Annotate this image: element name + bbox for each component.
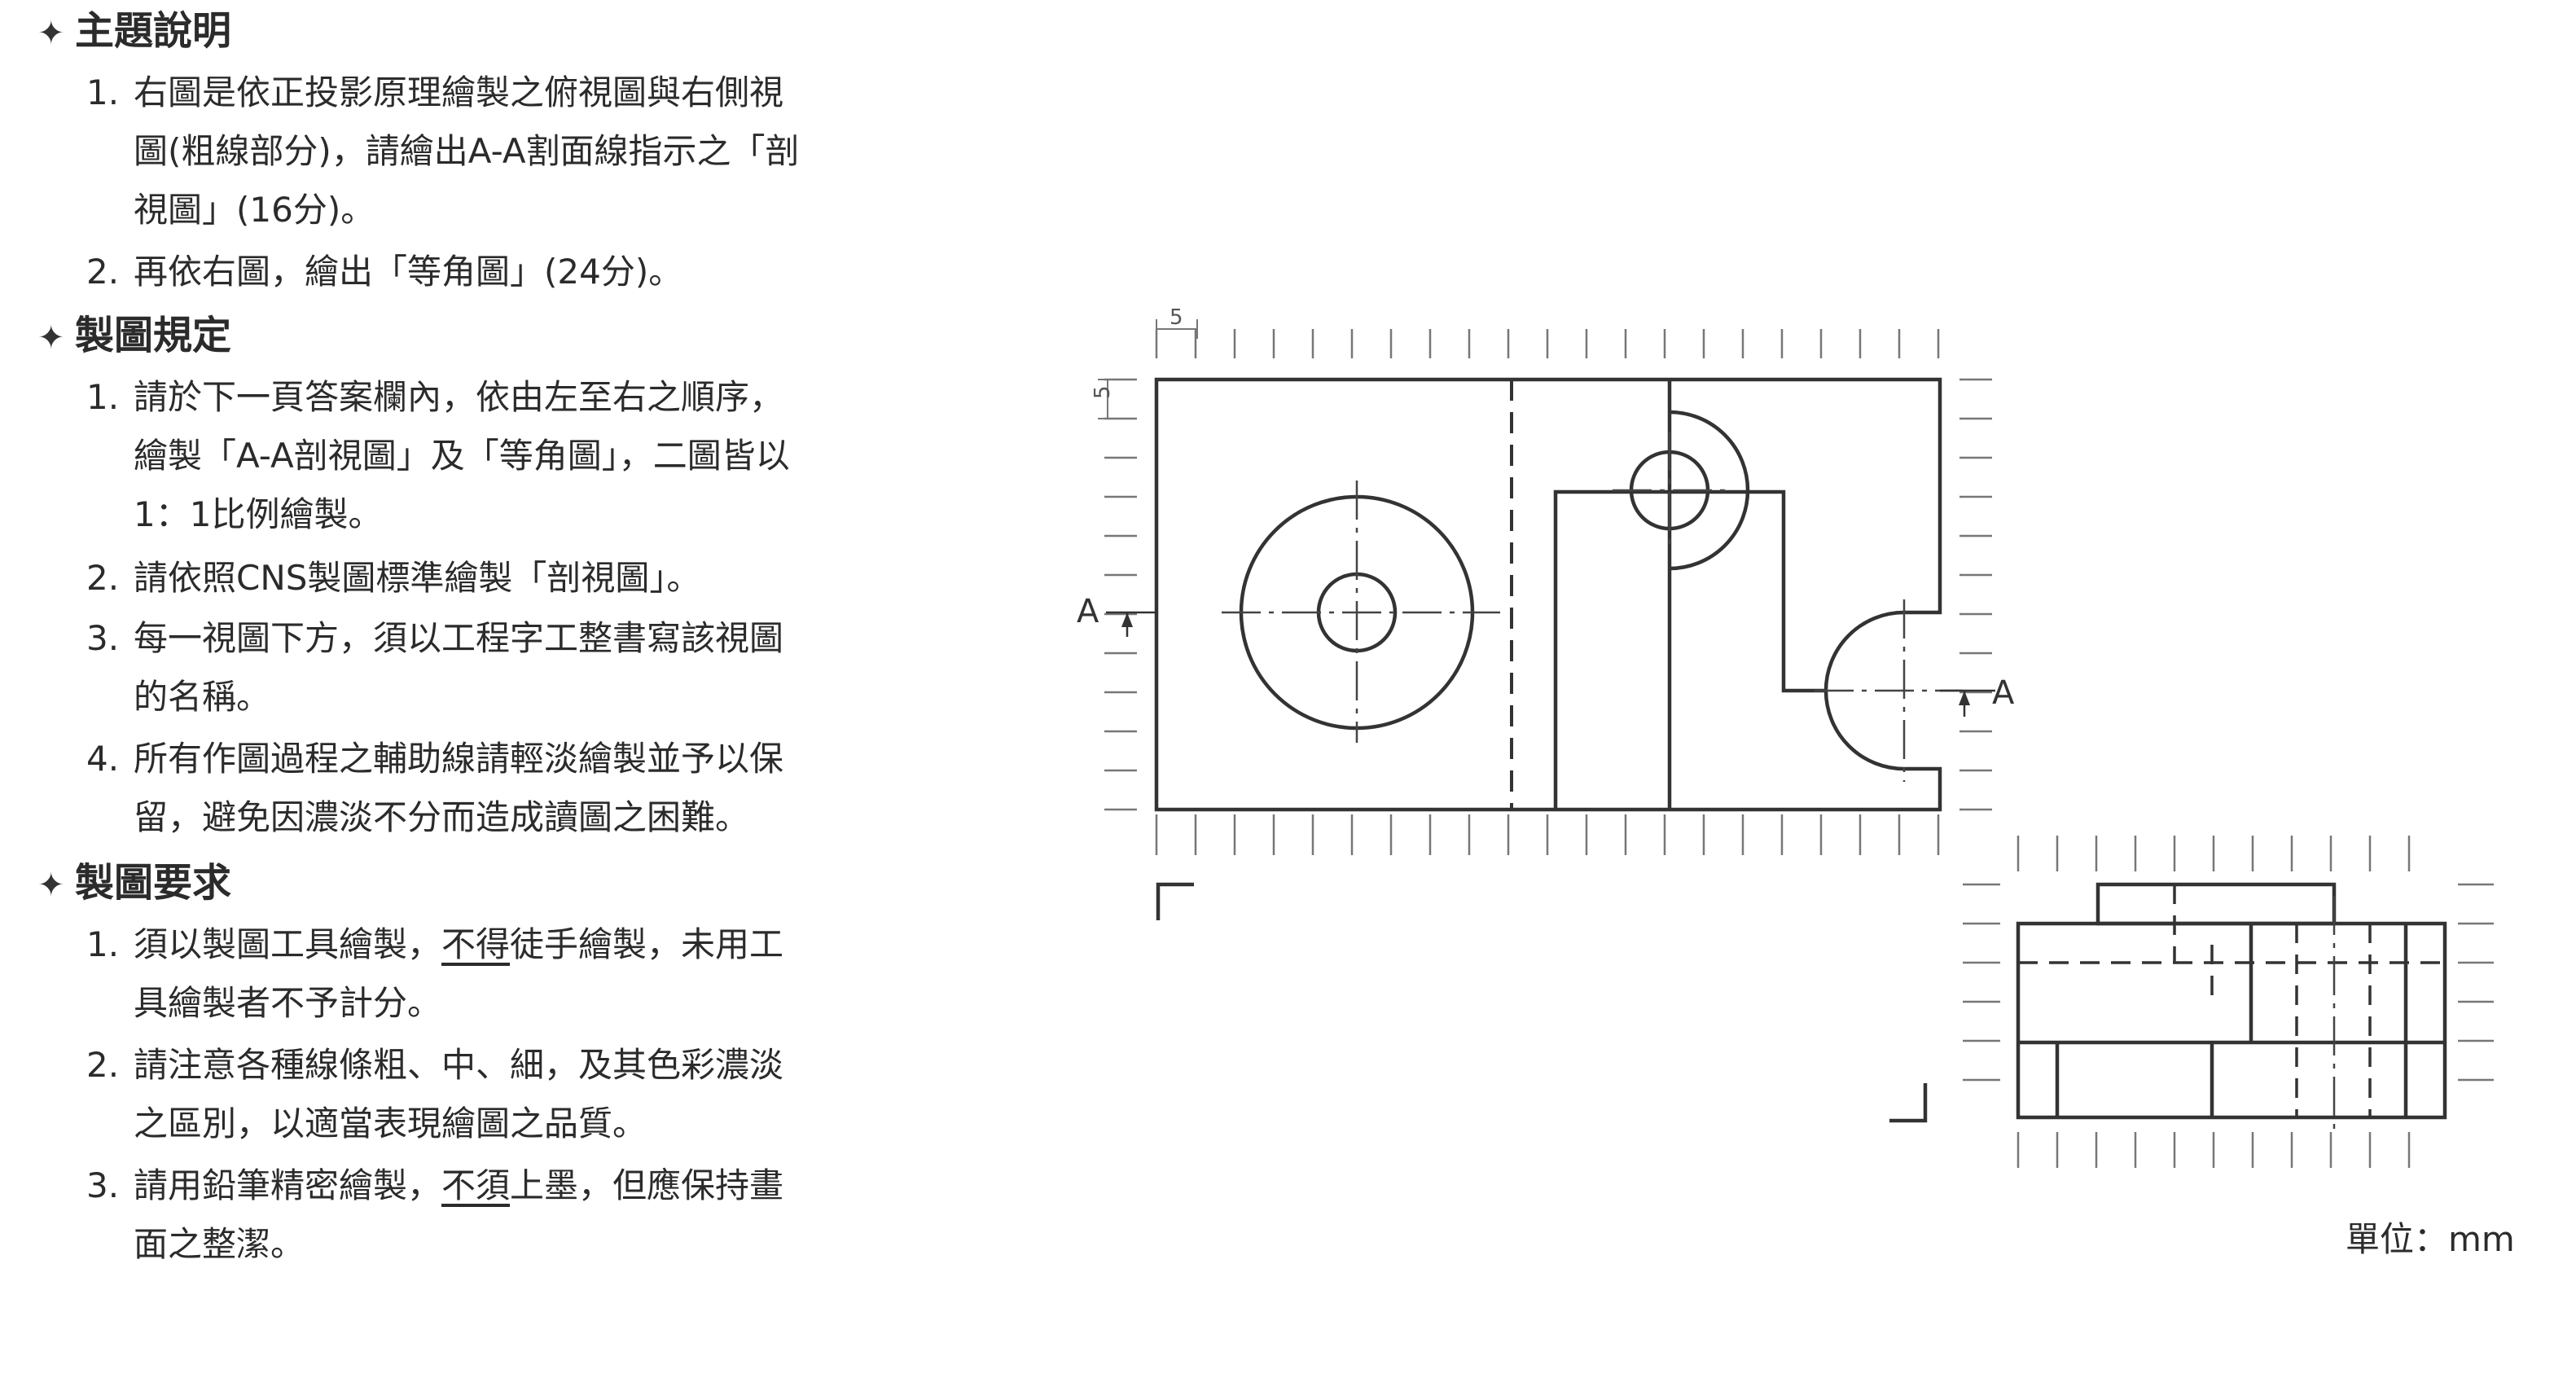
side-view-base bbox=[2016, 921, 2447, 1120]
star-bullet-icon: ✦ bbox=[37, 15, 65, 52]
corner-mark-side-view bbox=[1889, 1083, 1928, 1123]
center-lines bbox=[1222, 432, 1963, 782]
requirements-item-2-line-2: 之區別，以適當表現繪圖之品質。 bbox=[134, 1104, 647, 1143]
topic-item-2: 2.再依右圖，繪出「等角圖」(24分)。 bbox=[86, 252, 683, 292]
side-view-top-boss bbox=[2095, 882, 2337, 926]
rules-item-1-line-3: 1：1比例繪製。 bbox=[134, 494, 383, 534]
cut-arrow-left bbox=[1121, 612, 1133, 627]
top-view-boss-arc bbox=[1669, 410, 1750, 571]
grid-ticks bbox=[1104, 329, 2494, 1168]
cutting-plane-line bbox=[1106, 611, 1995, 717]
side-view-hidden-lines bbox=[2018, 884, 2445, 1117]
rules-item-3: 3.每一視圖下方，須以工程字工整書寫該視圖 bbox=[86, 618, 784, 658]
rules-item-1: 1.請於下一頁答案欄內，依由左至右之順序， bbox=[86, 377, 784, 417]
topic-item-1-line-2: 圖(粗線部分)，請繪出A-A割面線指示之「剖 bbox=[134, 131, 800, 171]
corner-mark-top-view bbox=[1156, 882, 1194, 920]
requirements-item-3: 3.請用鉛筆精密繪製，不須上墨，但應保持畫 bbox=[86, 1165, 784, 1205]
requirements-item-1-line-2: 具繪製者不予計分。 bbox=[134, 983, 442, 1023]
requirements-item-2: 2.請注意各種線條粗、中、細，及其色彩濃淡 bbox=[86, 1045, 784, 1085]
cut-arrow-right bbox=[1959, 691, 1970, 705]
rules-item-3-line-2: 的名稱。 bbox=[134, 677, 271, 717]
top-view bbox=[1154, 377, 1942, 812]
topic-item-1-line-3: 視圖」(16分)。 bbox=[134, 190, 375, 230]
requirements-item-3-line-2: 面之整潔。 bbox=[134, 1224, 305, 1264]
requirements-item-1: 1.須以製圖工具繪製，不得徒手繪製，未用工 bbox=[86, 924, 784, 964]
rules-item-1-line-2: 繪製「A-A剖視圖」及「等角圖」，二圖皆以 bbox=[134, 436, 790, 476]
cut-label-right: A bbox=[1992, 674, 2015, 712]
dim-left bbox=[1098, 379, 1117, 419]
section-heading-topic: ✦主題說明 bbox=[37, 2, 231, 63]
star-bullet-icon: ✦ bbox=[37, 319, 65, 357]
section-heading-rules: ✦製圖規定 bbox=[37, 306, 231, 367]
top-view-step-line bbox=[1553, 489, 1826, 810]
section-heading-requirements: ✦製圖要求 bbox=[37, 854, 231, 915]
rules-item-2: 2.請依照CNS製圖標準繪製「剖視圖」。 bbox=[86, 558, 701, 598]
side-view bbox=[2016, 882, 2447, 1120]
dim-left-label: 5 bbox=[1091, 385, 1115, 399]
dim-top bbox=[1156, 319, 1198, 339]
star-bullet-icon: ✦ bbox=[37, 867, 65, 904]
dim-top-label: 5 bbox=[1170, 305, 1183, 330]
rules-item-4: 4.所有作圖過程之輔助線請輕淡繪製並予以保 bbox=[86, 739, 784, 779]
cut-label-left: A bbox=[1077, 593, 1099, 630]
top-view-outline bbox=[1154, 377, 1942, 812]
unit-label: 單位：mm bbox=[2346, 1219, 2515, 1259]
topic-item-1: 1.右圖是依正投影原理繪製之俯視圖與右側視 bbox=[86, 72, 784, 112]
rules-item-4-line-2: 留，避免因濃淡不分而造成讀圖之困難。 bbox=[134, 797, 750, 837]
